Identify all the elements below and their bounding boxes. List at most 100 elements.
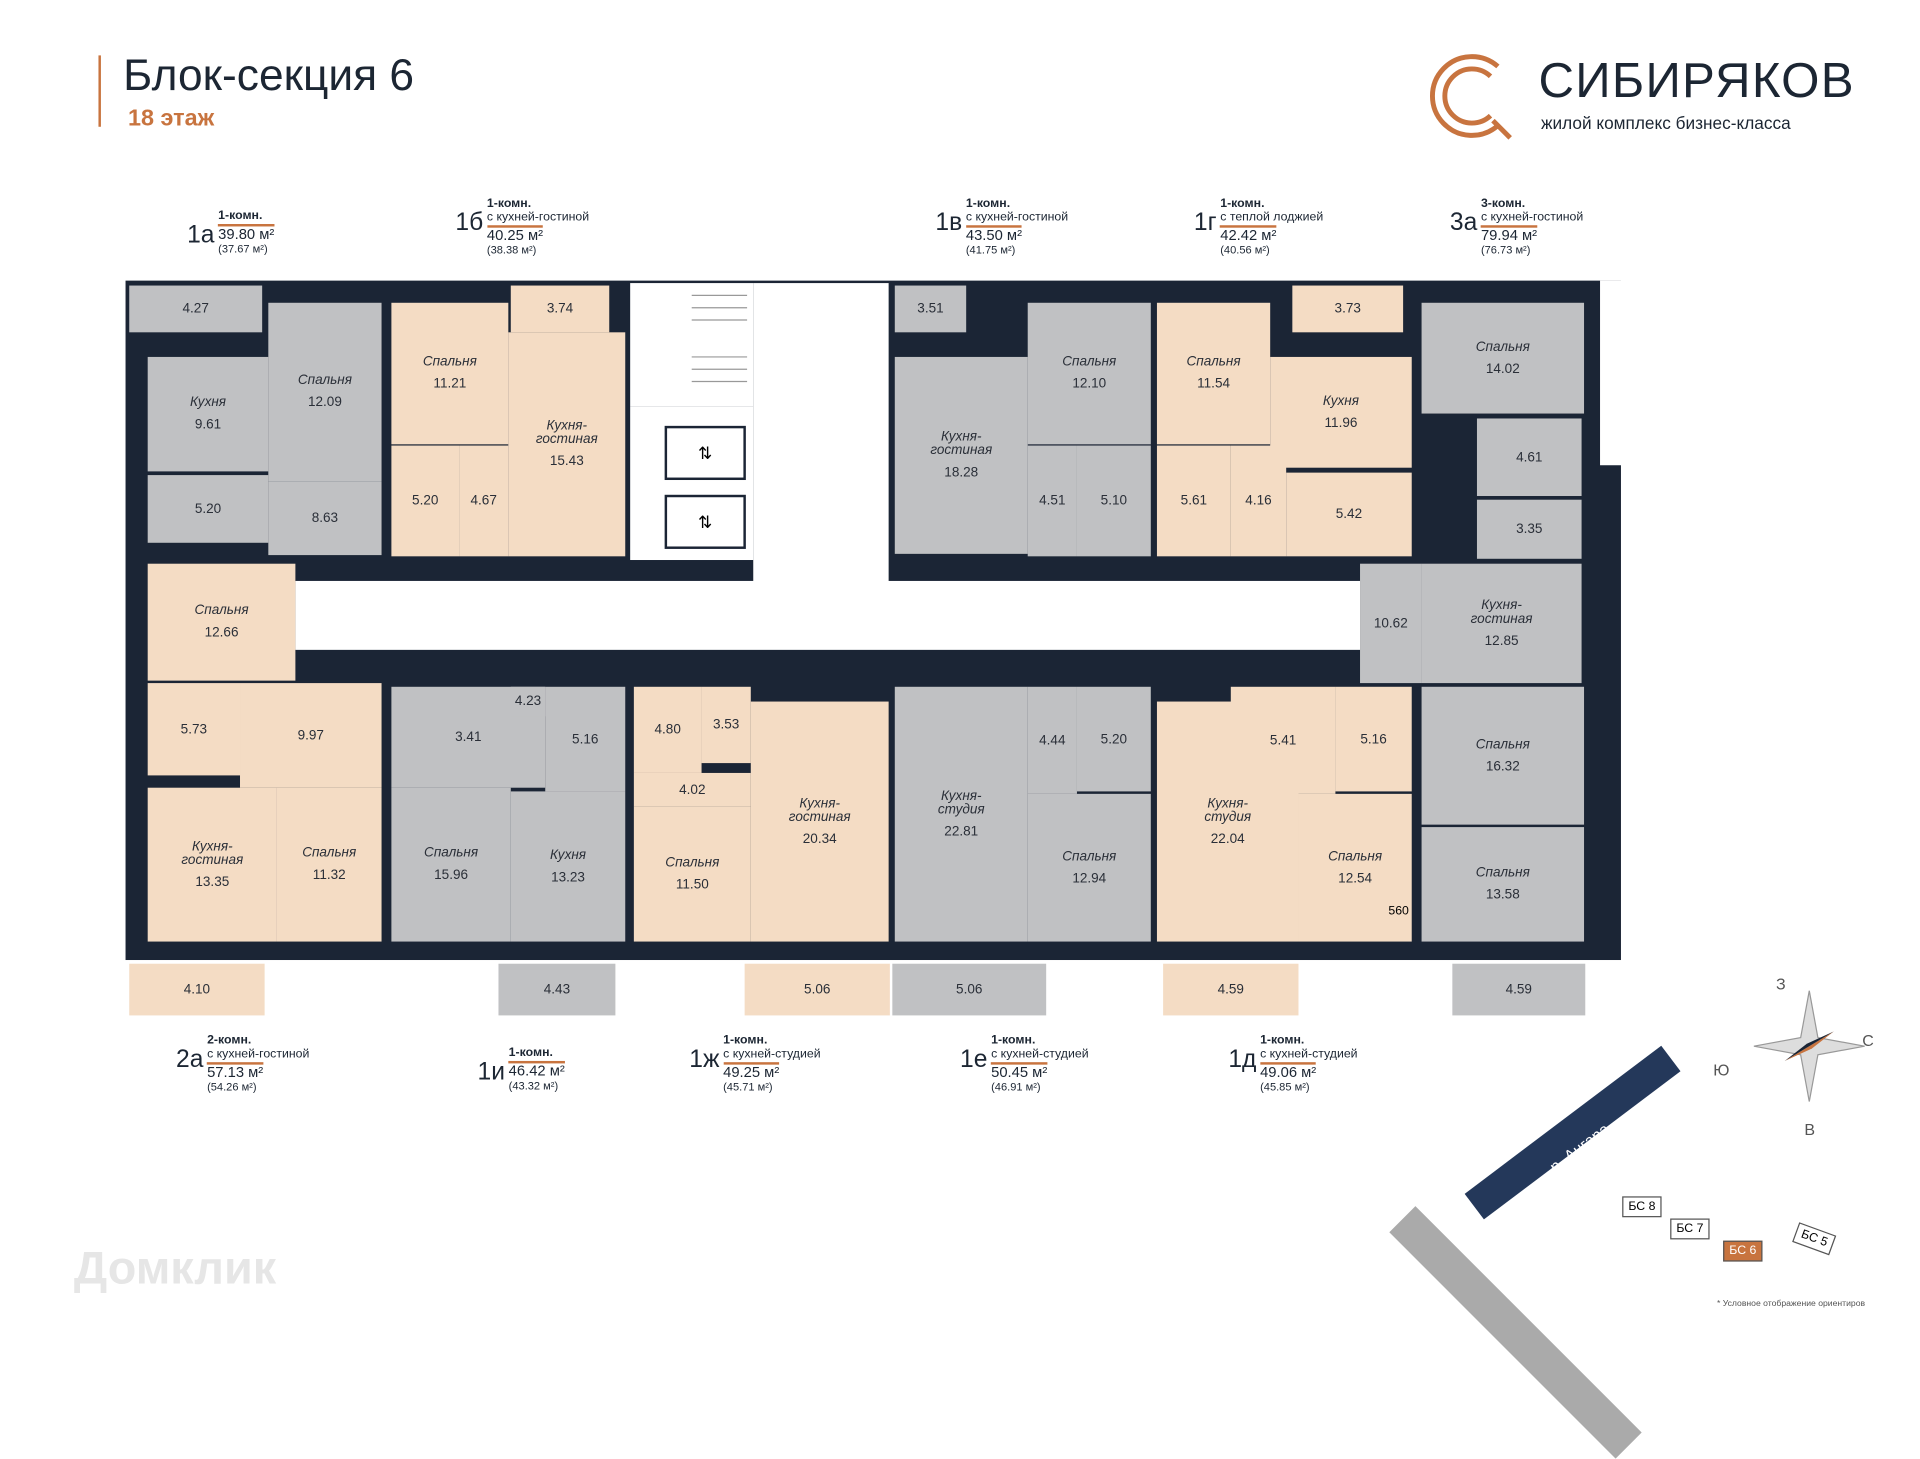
apartment-type: 1-комн. xyxy=(965,196,1011,211)
room[interactable]: 3.53 xyxy=(701,686,751,764)
room-name: Кухня xyxy=(549,847,587,863)
room[interactable]: 4.80 xyxy=(633,686,702,773)
room-area: 11.21 xyxy=(433,376,467,392)
apartment-area: 50.45 м² xyxy=(991,1062,1048,1081)
room-area: 4.16 xyxy=(1245,493,1272,509)
apartment-label: 1г 1-комн. с теплой лоджией 42.42 м² (40… xyxy=(1194,197,1323,257)
room[interactable]: 3.73 xyxy=(1292,285,1404,333)
room-name: Кухня- гостиная xyxy=(930,429,993,458)
compass-west: З xyxy=(1776,974,1786,994)
apartment-living-area: (54.26 м²) xyxy=(207,1080,257,1093)
room[interactable]: 9.97 xyxy=(240,683,382,788)
room[interactable]: 4.44 xyxy=(1027,686,1077,794)
stairwell xyxy=(630,283,754,407)
room[interactable]: 5.06 xyxy=(744,963,890,1016)
room[interactable]: 3.35 xyxy=(1476,499,1582,559)
apartment-type: 1-комн. xyxy=(486,196,532,211)
room[interactable]: 4.59 xyxy=(1452,963,1586,1016)
block-bs7: БС 7 xyxy=(1670,1218,1710,1240)
apartment-type: 1-комн. xyxy=(508,1046,553,1060)
logo-name: СИБИРЯКОВ xyxy=(1538,54,1855,109)
apartment-label: 3а 3-комн. с кухней-гостиной 79.94 м² (7… xyxy=(1450,197,1583,257)
room[interactable]: 4.27 xyxy=(129,285,263,333)
apartment-code: 1в xyxy=(935,209,963,237)
room[interactable]: 5.61 xyxy=(1156,445,1231,557)
room[interactable]: 5.16 xyxy=(545,686,626,792)
apartment-living-area: (40.56 м²) xyxy=(1220,243,1270,257)
room-area: 11.54 xyxy=(1197,376,1231,392)
room[interactable]: 4.51 xyxy=(1027,445,1077,557)
room[interactable]: 4.61 xyxy=(1476,418,1582,497)
room[interactable]: 8.63 xyxy=(268,481,382,556)
apartment-label: 1а 1-комн. 39.80 м² (37.67 м²) xyxy=(187,209,275,256)
room[interactable]: 10.62 xyxy=(1360,563,1422,684)
room[interactable]: 5.10 xyxy=(1076,445,1151,557)
room-name: Кухня- гостиная xyxy=(788,795,851,825)
apartment-code: 1ж xyxy=(689,1046,720,1074)
room[interactable]: 4.23 xyxy=(510,686,546,717)
compass-rose-icon xyxy=(1753,990,1865,1102)
room-area: 4.27 xyxy=(182,301,209,317)
room[interactable]: 4.59 xyxy=(1163,963,1299,1016)
apartment-area: 40.25 м² xyxy=(486,225,544,244)
room[interactable]: 5.20 xyxy=(391,445,460,557)
room[interactable]: 3.74 xyxy=(510,285,610,333)
apartment-living-area: (38.38 м²) xyxy=(486,243,537,257)
room-name: Спальня xyxy=(1062,848,1117,864)
room-area: 18.28 xyxy=(944,465,979,481)
room-area: 4.23 xyxy=(514,694,542,709)
room-area: 5.42 xyxy=(1335,507,1363,522)
room-area: 12.85 xyxy=(1484,633,1519,649)
room[interactable]: 4.02 xyxy=(633,772,751,807)
room[interactable]: 5.73 xyxy=(147,683,241,776)
room[interactable]: 3.51 xyxy=(894,285,967,333)
room[interactable]: 5.20 xyxy=(147,475,269,543)
room-area: 5.61 xyxy=(1180,493,1208,509)
room-name: Спальня xyxy=(1475,339,1530,354)
room-area-label: 560 xyxy=(1388,904,1409,919)
room[interactable]: 5.42 xyxy=(1286,472,1412,557)
apartment-area: 43.50 м² xyxy=(965,225,1023,244)
room[interactable]: 4.43 xyxy=(498,963,616,1016)
room[interactable]: Кухня 13.23 xyxy=(510,791,626,942)
room[interactable]: 4.10 xyxy=(129,963,265,1016)
room-area: 13.58 xyxy=(1485,887,1520,903)
room[interactable]: 5.06 xyxy=(892,963,1047,1016)
room-area: 4.67 xyxy=(470,493,497,509)
room-name: Кухня xyxy=(189,395,227,410)
room[interactable]: 5.16 xyxy=(1335,686,1412,792)
room[interactable]: 5.20 xyxy=(1076,686,1151,792)
room-area: 13.23 xyxy=(551,869,585,885)
room-area: 5.06 xyxy=(956,982,983,997)
room-area: 5.41 xyxy=(1269,732,1297,748)
apartment-area: 46.42 м² xyxy=(508,1060,565,1080)
room-area: 12.54 xyxy=(1338,870,1373,886)
room-area: 13.35 xyxy=(195,874,230,890)
room[interactable]: 5.41 xyxy=(1230,686,1336,794)
room[interactable]: 4.67 xyxy=(459,445,509,557)
room-area: 4.59 xyxy=(1217,982,1244,997)
room[interactable]: Кухня- гостиная 18.28 xyxy=(894,356,1028,554)
apartment-label: 1и 1-комн. 46.42 м² (43.32 м²) xyxy=(478,1046,565,1093)
apartment-code: 2а xyxy=(176,1046,204,1074)
